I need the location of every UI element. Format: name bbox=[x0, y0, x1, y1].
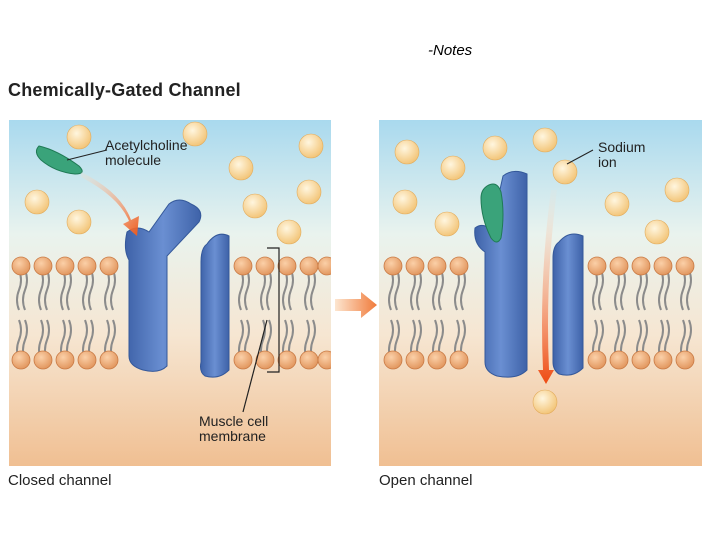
membrane-bracket bbox=[242, 247, 280, 413]
closed-channel-panel: Acetylcholine molecule Muscle cell membr… bbox=[9, 120, 331, 466]
membrane-label-line1: Muscle cell bbox=[199, 413, 269, 429]
open-channel-illustration bbox=[379, 120, 702, 466]
sodium-ions bbox=[24, 121, 324, 245]
channel-protein-open bbox=[474, 170, 584, 378]
sodium-label-line1: Sodium bbox=[598, 139, 646, 155]
sodium-pointer bbox=[566, 149, 594, 165]
acetylcholine-label-line2: molecule bbox=[105, 152, 162, 168]
sodium-label-line2: ion bbox=[598, 154, 617, 170]
ion-flow-arrow bbox=[538, 190, 557, 384]
transition-arrow bbox=[335, 292, 377, 318]
bound-acetylcholine bbox=[480, 183, 504, 243]
closed-channel-caption: Closed channel bbox=[8, 472, 112, 489]
membrane-label: Muscle cell membrane bbox=[199, 414, 268, 444]
sodium-ions bbox=[392, 127, 690, 415]
channel-protein-closed bbox=[124, 199, 230, 378]
acetylcholine-molecule bbox=[35, 145, 83, 175]
closed-channel-illustration bbox=[9, 120, 331, 466]
acetylcholine-label-line1: Acetylcholine bbox=[105, 137, 188, 153]
lipid-heads bbox=[11, 256, 331, 370]
acetylcholine-pointer bbox=[66, 149, 108, 161]
sodium-ion-label: Sodium ion bbox=[598, 140, 645, 170]
diagram-title: Chemically-Gated Channel bbox=[8, 80, 241, 100]
notes-label: -Notes bbox=[428, 42, 473, 59]
motion-arrow bbox=[81, 172, 139, 236]
lipid-heads bbox=[383, 256, 695, 370]
membrane-label-line2: membrane bbox=[199, 428, 266, 444]
open-channel-caption: Open channel bbox=[379, 472, 473, 489]
acetylcholine-label: Acetylcholine molecule bbox=[105, 138, 188, 168]
open-channel-panel: Sodium ion bbox=[379, 120, 702, 466]
